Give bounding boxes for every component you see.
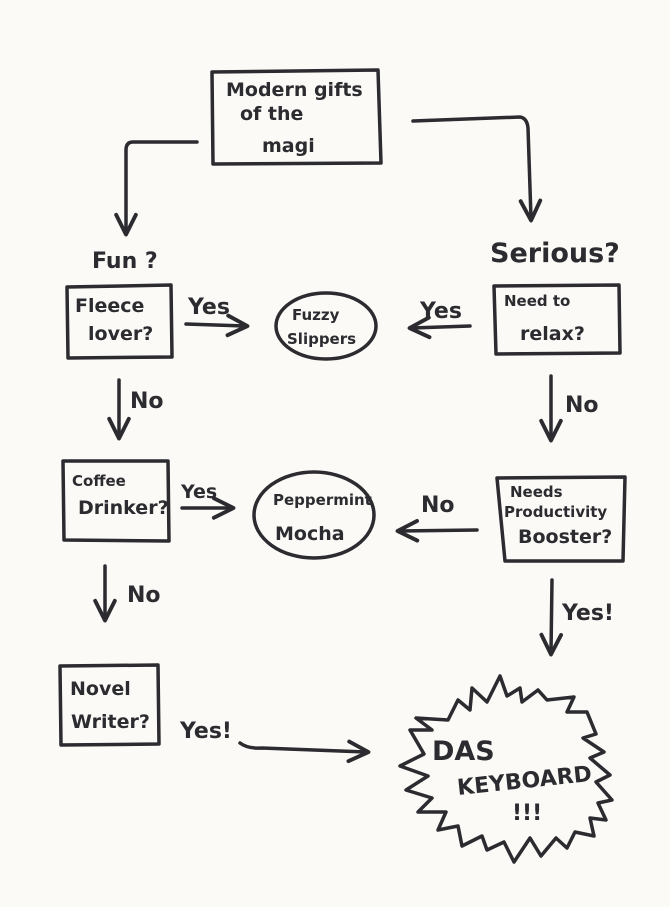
- root-line-2: of the: [240, 103, 303, 125]
- slippers-line-2: Slippers: [287, 330, 356, 348]
- decision-novel-writer: Novel Writer?: [58, 663, 161, 747]
- novel-line-2: Writer?: [71, 711, 150, 733]
- coffee-yes-label: Yes: [180, 481, 217, 503]
- branch-serious-label: Serious?: [490, 238, 620, 269]
- slippers-line-1: Fuzzy: [292, 306, 340, 324]
- outcome-peppermint-mocha: Peppermint Mocha: [252, 470, 376, 560]
- arrow-booster-yes: [539, 578, 563, 657]
- arrow-novel-yes: [238, 739, 371, 764]
- arrow-relax-yes: [407, 315, 472, 340]
- mocha-line-1: Peppermint: [273, 491, 372, 509]
- root-line-1: Modern gifts: [226, 79, 363, 101]
- outcome-fuzzy-slippers: Fuzzy Slippers: [274, 291, 378, 361]
- arrow-fleece-yes: [184, 313, 250, 338]
- relax-line-2: relax?: [520, 323, 585, 345]
- decision-coffee-drinker: Coffee Drinker?: [61, 459, 171, 543]
- relax-line-1: Need to: [504, 292, 570, 310]
- fleece-line-1: Fleece: [75, 295, 144, 317]
- outcome-das-keyboard: DAS KEYBOARD !!!: [398, 674, 614, 864]
- novel-line-1: Novel: [70, 678, 131, 700]
- root-line-3: magi: [262, 135, 315, 157]
- keyboard-line-1: DAS: [432, 736, 495, 767]
- booster-line-2: Productivity: [504, 503, 607, 521]
- decision-fleece-lover: Fleece lover?: [65, 283, 174, 360]
- starburst-shape: [398, 674, 614, 864]
- branch-fun-label: Fun ?: [92, 249, 158, 274]
- mocha-line-2: Mocha: [275, 523, 345, 545]
- keyboard-line-3: !!!: [512, 801, 542, 826]
- decision-productivity-booster: Needs Productivity Booster?: [495, 475, 627, 563]
- booster-line-1: Needs: [510, 483, 563, 501]
- relax-yes-label: Yes: [419, 299, 462, 324]
- fleece-line-2: lover?: [88, 323, 153, 345]
- decision-need-to-relax: Need to relax?: [492, 283, 622, 356]
- coffee-line-2: Drinker?: [78, 497, 169, 519]
- root-node: Modern gifts of the magi: [210, 68, 383, 166]
- coffee-no-label: No: [127, 583, 161, 608]
- fleece-yes-label: Yes: [187, 295, 230, 320]
- arrow-booster-no: [395, 519, 479, 543]
- fleece-no-label: No: [130, 389, 164, 414]
- booster-no-label: No: [421, 493, 455, 518]
- keyboard-line-2: KEYBOARD: [456, 762, 593, 801]
- novel-yes-label: Yes!: [179, 719, 232, 744]
- booster-line-3: Booster?: [518, 526, 612, 548]
- coffee-line-1: Coffee: [72, 472, 126, 490]
- booster-yes-label: Yes!: [561, 601, 614, 626]
- arrow-root-to-serious: [411, 115, 543, 223]
- arrow-root-to-fun: [114, 140, 199, 237]
- relax-no-label: No: [565, 393, 599, 418]
